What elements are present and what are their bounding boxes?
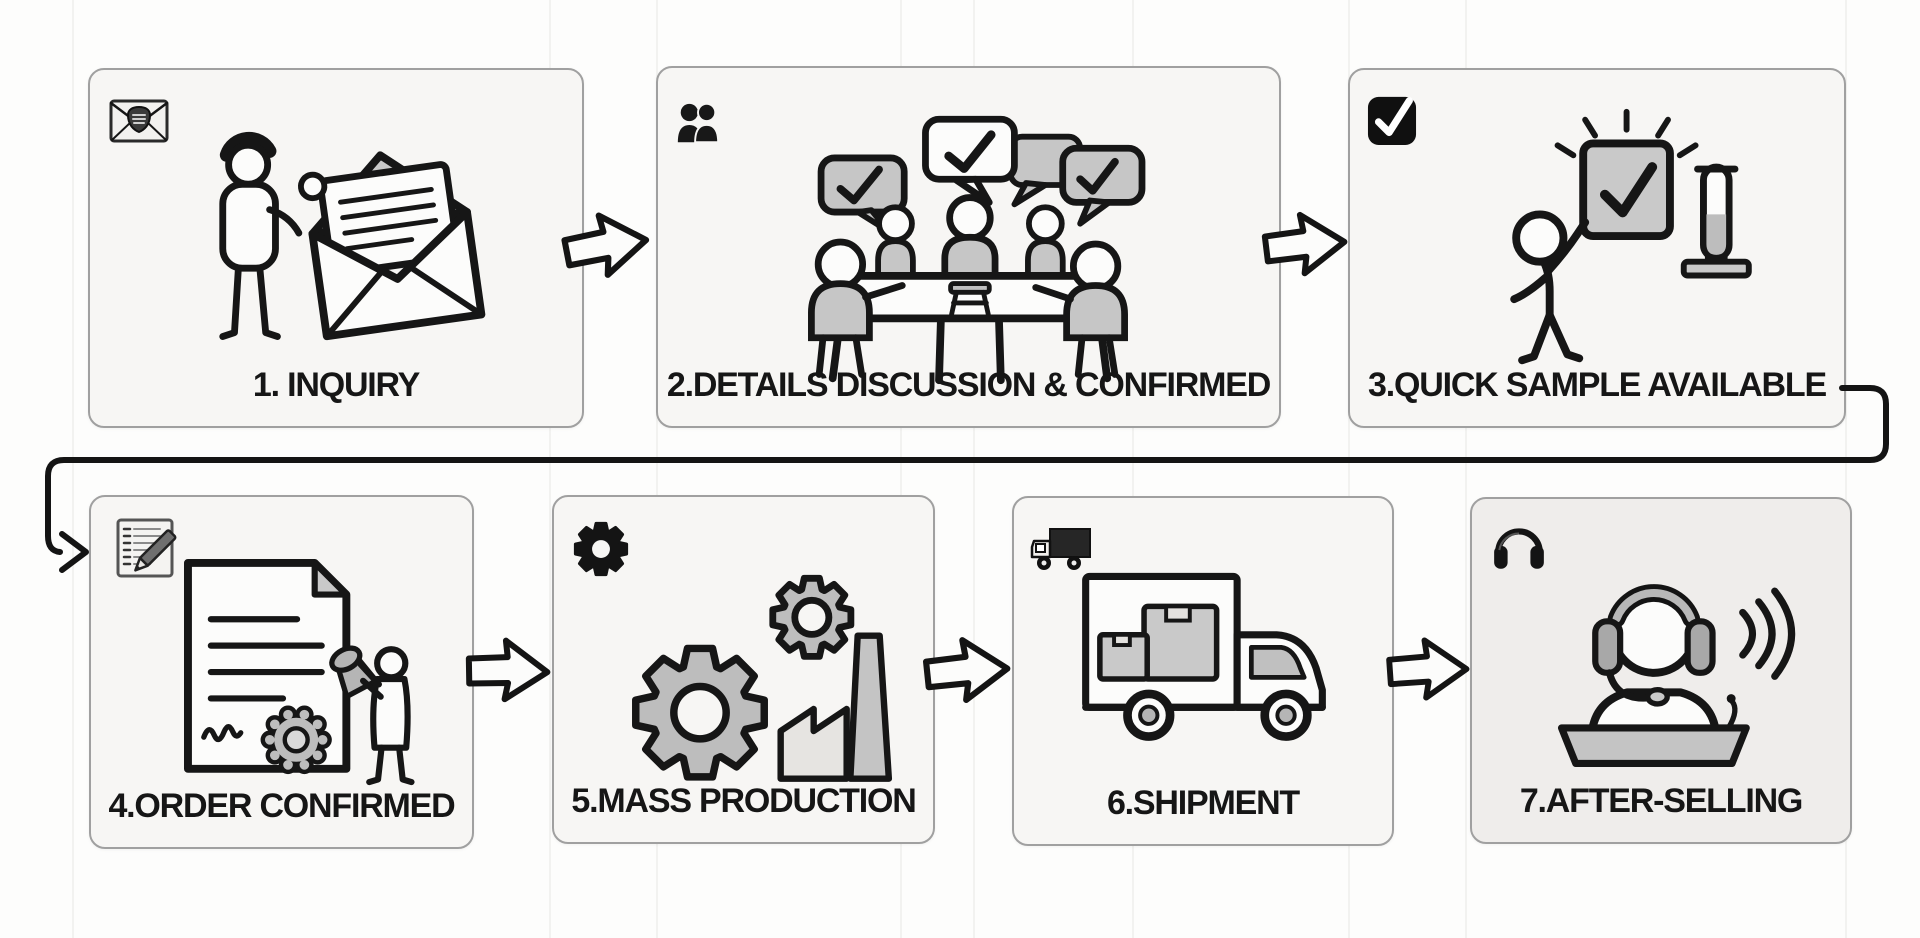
- step-label-2: 2.DETAILS DISCUSSION & CONFIRMED: [666, 366, 1271, 404]
- checkbox-icon: [1367, 96, 1417, 145]
- step-box-inquiry: 1. INQUIRY: [88, 68, 584, 428]
- arrow-right-icon-step5-to-step6: [923, 637, 1011, 704]
- step-label-3: 3.QUICK SAMPLE AVAILABLE: [1368, 366, 1827, 404]
- step-label-4: 4.ORDER CONFIRMED: [108, 787, 455, 825]
- delivery-truck-illustration: [1082, 572, 1326, 741]
- envelope-icon: [109, 99, 169, 143]
- step-label-5: 5.MASS PRODUCTION: [571, 782, 916, 820]
- support-agent-illustration: [1557, 584, 1795, 767]
- arrow-right-icon-step6-to-step7: [1386, 637, 1470, 701]
- step-box-details-discussion: 2.DETAILS DISCUSSION & CONFIRMED: [656, 66, 1281, 428]
- step-label-6: 6.SHIPMENT: [1106, 784, 1300, 822]
- wrap-connector-arrowhead-icon: [59, 531, 89, 573]
- step-box-mass-production: 5.MASS PRODUCTION: [552, 495, 935, 844]
- step-label-7: 7.AFTER-SELLING: [1519, 782, 1804, 820]
- sample-approved-illustration: [1510, 108, 1752, 365]
- step-box-after-selling: 7.AFTER-SELLING: [1470, 497, 1852, 844]
- gears-and-factory-illustration: [632, 574, 893, 782]
- step-box-quick-sample: 3.QUICK SAMPLE AVAILABLE: [1348, 68, 1846, 428]
- step-box-order-confirmed: 4.ORDER CONFIRMED: [89, 495, 474, 849]
- meeting-discussion-illustration: [808, 115, 1146, 385]
- person-holding-open-envelope-illustration: [219, 131, 486, 341]
- people-icon: [677, 102, 720, 144]
- background-seam: [72, 0, 74, 938]
- signed-document-with-seal-illustration: [184, 558, 415, 786]
- arrow-right-icon-step4-to-step5: [465, 637, 551, 703]
- arrow-right-icon-step2-to-step3: [1261, 211, 1348, 277]
- step-box-shipment: 6.SHIPMENT: [1012, 496, 1394, 846]
- step-label-1: 1. INQUIRY: [252, 366, 420, 404]
- arrow-right-icon-step1-to-step2: [561, 212, 650, 278]
